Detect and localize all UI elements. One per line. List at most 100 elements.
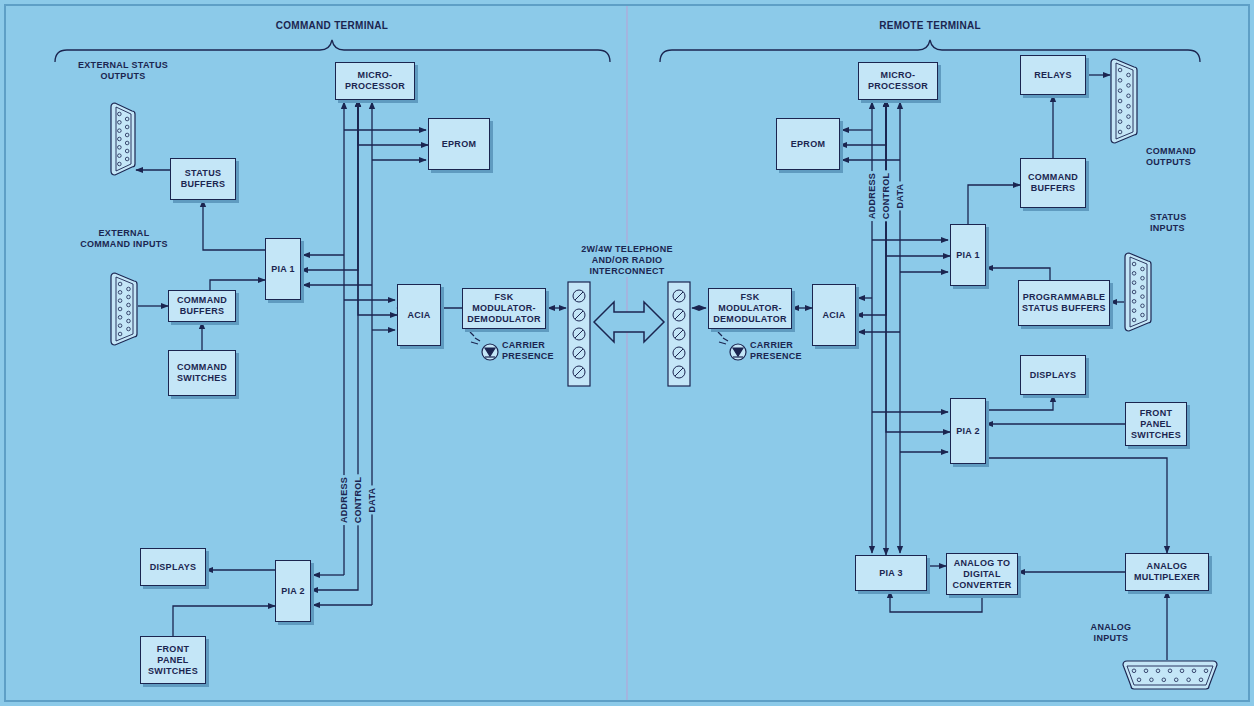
connector-pin [1174,678,1178,682]
connector-pin [1118,99,1122,103]
signal-line [311,100,358,590]
connector-pin [1118,68,1122,72]
connector-pin [1162,678,1166,682]
function-block: EPROM [776,118,840,170]
connector-pin [127,303,131,307]
function-block: PROGRAMMABLE STATUS BUFFERS [1018,280,1110,326]
signal-line [301,100,358,270]
function-block: ANALOG TO DIGITAL CONVERTER [946,553,1018,595]
signal-line [927,565,946,566]
function-block: MICRO- PROCESSOR [858,62,938,100]
wire [692,307,706,308]
bus-label: CONTROL [353,475,364,526]
divider-line [626,6,627,700]
block-label: PIA 2 [954,426,982,437]
block-label: RELAYS [1024,70,1082,81]
signal-line [201,322,202,350]
connector-pin [118,307,122,311]
connector-pin [1127,104,1131,108]
function-block: COMMAND BUFFERS [168,290,236,322]
terminal-strip [568,282,590,386]
function-block: EPROM [428,118,490,170]
connector-label: COMMAND OUTPUTS [1146,146,1230,168]
function-block: DISPLAYS [140,548,206,586]
function-block: PIA 2 [950,398,986,464]
function-block: ACIA [812,284,856,346]
connector-shell [1110,58,1138,144]
signal-line [886,100,950,432]
connector-plug: EXTERNAL COMMAND INPUTS [110,272,138,346]
connector-pin [1150,678,1154,682]
connector-pin [1132,262,1136,266]
connector-shell [1122,660,1218,690]
connector-plug: STATUS INPUTS [1124,252,1152,332]
connector-pin [1141,286,1145,290]
connector-pin [127,311,131,315]
signal-line [885,100,886,555]
connector-pin [125,157,129,161]
connector-pin [127,327,131,331]
function-block: PIA 2 [275,560,311,622]
connector-shell [110,102,136,176]
connector-pin [1199,678,1203,682]
connector-pin [118,332,122,336]
signal-line [968,185,1020,224]
connector-shell [1123,661,1217,689]
block-label: STATUS BUFFERS [174,168,232,190]
signal-line [1052,95,1053,158]
block-label: FRONT PANEL SWITCHES [1129,408,1183,441]
terminal-strip [668,282,690,386]
connector-pin [1127,125,1131,129]
link-label: 2W/4W TELEPHONE AND/OR RADIO INTERCONNEC… [581,244,673,277]
connector-pin [1156,669,1160,673]
connector-pin [1127,115,1131,119]
bus-label: CONTROL [881,171,892,222]
signal-line [886,100,950,256]
connector-pin [125,133,129,137]
bracket [55,40,610,62]
function-block: FRONT PANEL SWITCHES [1125,402,1187,446]
signal-line [1086,74,1110,75]
block-label: PIA 2 [279,586,307,597]
bracket [660,40,1200,62]
block-label: ACIA [816,310,852,321]
function-block: FSK MODULATOR- DEMODULATOR [462,288,546,329]
bus-label: DATA [895,182,906,211]
connector-pin [1141,304,1145,308]
connector-pin [1187,678,1191,682]
connector-plug: EXTERNAL STATUS OUTPUTS [110,102,136,176]
connector-pin [118,146,122,150]
connector-pin [1141,276,1145,280]
connector-pin [1132,669,1136,673]
block-label: FRONT PANEL SWITCHES [144,644,202,677]
function-block: COMMAND SWITCHES [168,350,236,396]
bus-label: ADDRESS [867,171,878,221]
connector-pin [125,149,129,153]
connector-pin [1141,295,1145,299]
connector-pin [1127,94,1131,98]
function-block: PIA 3 [855,555,927,591]
block-label: FSK MODULATOR- DEMODULATOR [712,292,788,325]
signal-line [136,169,170,170]
connector-pin [1132,318,1136,322]
connector-pin [118,282,122,286]
signal-line [1166,591,1167,660]
connector-pin [1132,272,1136,276]
signal-line [986,458,1167,553]
bus-label: DATA [367,486,378,515]
signal-line [206,569,275,570]
function-block: MICRO- PROCESSOR [335,62,415,100]
connector-pin [1132,281,1136,285]
connector-face [1130,257,1147,327]
connector-face [1127,666,1213,685]
connector-pin [125,125,129,129]
function-block: RELAYS [1020,55,1086,95]
signal-line [986,395,1053,410]
block-label: COMMAND SWITCHES [172,362,232,384]
connector-pin [118,112,122,116]
connector-pin [127,287,131,291]
block-label: FSK MODULATOR- DEMODULATOR [466,292,542,325]
connector-pin [1144,669,1148,673]
